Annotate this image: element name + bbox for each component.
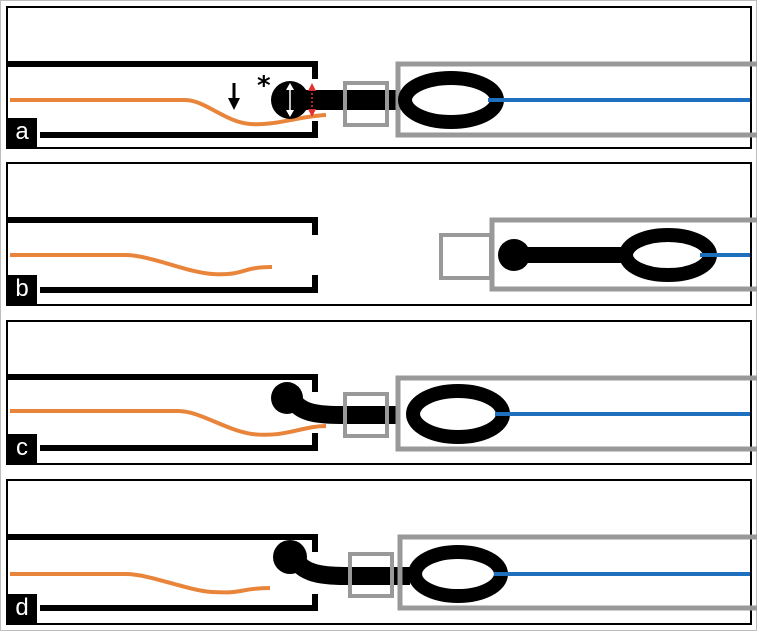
sheath-connector <box>343 392 389 438</box>
sheath-body <box>489 217 757 292</box>
panel-c <box>6 320 757 465</box>
guidewire <box>10 572 271 595</box>
guidewire <box>10 253 273 277</box>
double-arrow-icon <box>286 83 294 117</box>
sheath-body <box>395 61 757 138</box>
panel-c-frame <box>6 320 752 465</box>
guidewire <box>10 98 327 127</box>
panel-label-b: b <box>7 275 37 305</box>
catheter-tip <box>7 217 318 293</box>
catheter-tip <box>7 374 318 451</box>
panel-a <box>6 6 757 149</box>
panel-label-c: c <box>7 434 37 464</box>
snare-shaft <box>288 554 410 585</box>
panel-b <box>6 162 757 306</box>
sheath-body <box>397 534 757 611</box>
sheath-connector <box>348 552 394 598</box>
snare-shaft <box>285 394 400 424</box>
panel-b-frame <box>6 162 752 306</box>
guidewire <box>10 409 327 437</box>
panel-label-d: d <box>7 594 37 624</box>
asterisk-annotation: * <box>257 71 271 101</box>
sheath-connector <box>343 81 389 127</box>
down-arrow-icon <box>228 83 240 110</box>
catheter-tip <box>7 534 318 611</box>
panel-d-frame <box>6 479 752 625</box>
sheath-body <box>395 375 757 452</box>
panel-label-a: a <box>7 118 37 148</box>
expansion-arrow-icon <box>308 83 316 117</box>
catheter-tip <box>7 61 318 138</box>
panel-d <box>6 479 757 625</box>
panel-a-frame <box>6 6 752 149</box>
